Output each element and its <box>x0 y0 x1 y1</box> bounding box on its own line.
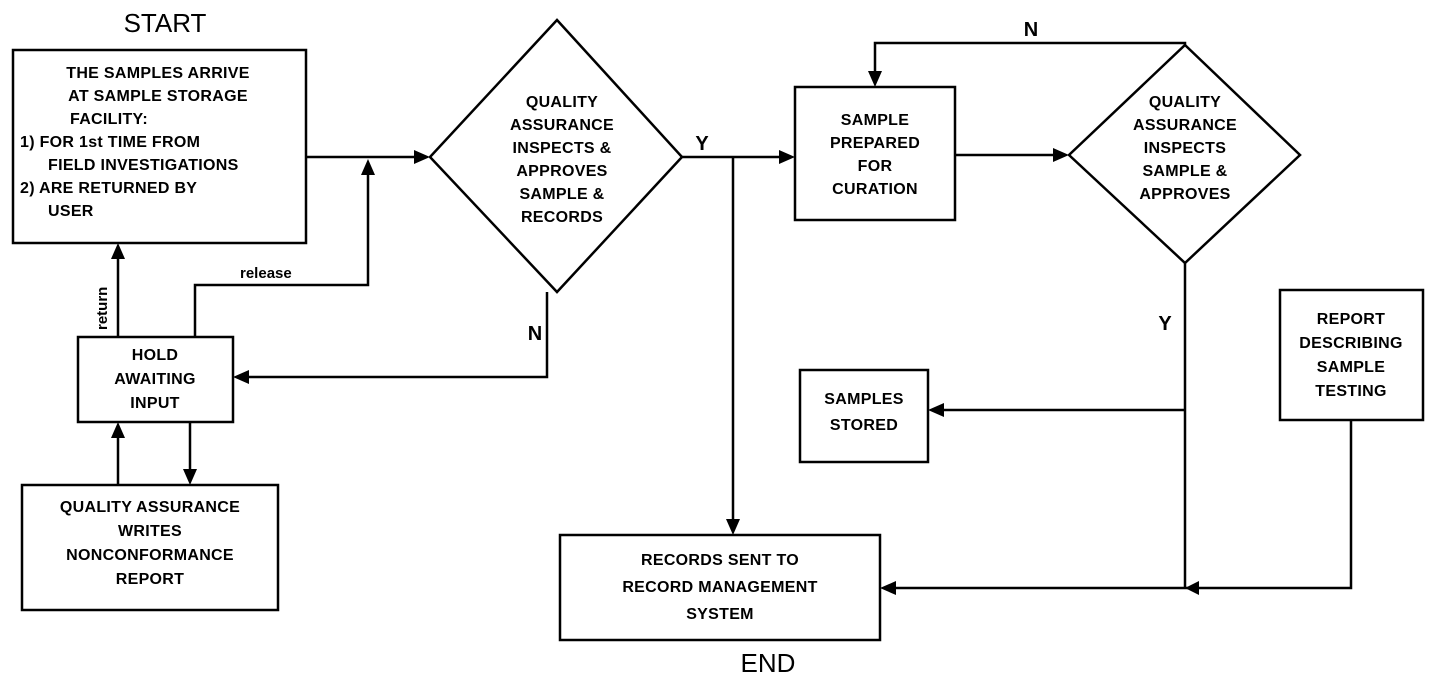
start-label: START <box>124 8 207 38</box>
qa1-line-4: APPROVES <box>516 163 607 180</box>
records-line-1: RECORDS SENT TO <box>641 552 799 569</box>
arrive-line-7: USER <box>48 203 94 220</box>
sample-prepared-box <box>795 87 955 220</box>
qa2-yes-label: Y <box>1158 313 1172 335</box>
edge-hold-return-arrowhead <box>111 243 125 259</box>
qa1-line-1: QUALITY <box>526 94 598 111</box>
edge-hold-to-ncr-arrowhead <box>183 469 197 485</box>
qa1-yes-label: Y <box>695 133 709 155</box>
end-label: END <box>741 648 796 678</box>
prepared-line-2: PREPARED <box>830 135 920 152</box>
qa1-line-3: INSPECTS & <box>512 140 611 157</box>
release-label: release <box>240 265 292 282</box>
ncr-line-2: WRITES <box>118 523 182 540</box>
qa1-line-5: SAMPLE & <box>519 186 604 203</box>
report-line-1: REPORT <box>1317 311 1385 328</box>
qa2-line-1: QUALITY <box>1149 94 1221 111</box>
edge-arrive-to-qa1-arrowhead <box>414 150 430 164</box>
edge-to-stored-arrowhead <box>928 403 944 417</box>
arrive-line-1: THE SAMPLES ARRIVE <box>66 65 250 82</box>
arrive-line-4: 1) FOR 1st TIME FROM <box>20 134 200 151</box>
ncr-line-3: NONCONFORMANCE <box>66 547 234 564</box>
qa2-no-label: N <box>1024 19 1038 41</box>
edge-qa1-no-to-hold <box>247 292 547 377</box>
qa2-line-4: SAMPLE & <box>1142 163 1227 180</box>
report-line-4: TESTING <box>1315 383 1386 400</box>
hold-line-1: HOLD <box>132 347 179 364</box>
qa2-line-3: INSPECTS <box>1144 140 1226 157</box>
edge-ncr-to-hold-arrowhead <box>111 422 125 438</box>
prepared-line-3: FOR <box>858 158 893 175</box>
report-line-2: DESCRIBING <box>1299 335 1402 352</box>
arrive-line-2: AT SAMPLE STORAGE <box>68 88 248 105</box>
ncr-line-1: QUALITY ASSURANCE <box>60 499 240 516</box>
edge-qa1-no-arrowhead <box>233 370 249 384</box>
edge-report-to-records-arrowhead <box>880 581 896 595</box>
ncr-line-4: REPORT <box>116 571 184 588</box>
edge-report-to-records <box>894 420 1351 588</box>
arrive-line-5: FIELD INVESTIGATIONS <box>48 157 239 174</box>
qa2-line-5: APPROVES <box>1139 186 1230 203</box>
edge-prepared-to-qa2-arrowhead <box>1053 148 1069 162</box>
records-line-3: SYSTEM <box>686 606 754 623</box>
prepared-line-1: SAMPLE <box>841 112 909 129</box>
return-label: return <box>94 287 111 330</box>
arrive-line-3: FACILITY: <box>70 111 148 128</box>
edge-qa1-yes-arrowhead <box>779 150 795 164</box>
stored-line-1: SAMPLES <box>824 391 903 408</box>
edge-qa2-no-loop <box>875 43 1185 74</box>
edge-hold-release-arrowhead <box>361 159 375 175</box>
arrive-line-6: 2) ARE RETURNED BY <box>20 180 197 197</box>
edge-junction-arrowhead <box>1185 581 1199 595</box>
stored-line-2: STORED <box>830 417 898 434</box>
edge-qa2-no-arrowhead <box>868 71 882 87</box>
qa1-no-label: N <box>528 323 542 345</box>
report-line-3: SAMPLE <box>1317 359 1386 376</box>
qa2-line-2: ASSURANCE <box>1133 117 1237 134</box>
hold-line-3: INPUT <box>130 395 180 412</box>
qa1-line-6: RECORDS <box>521 209 603 226</box>
sample-testing-report-box <box>1280 290 1423 420</box>
qa1-line-2: ASSURANCE <box>510 117 614 134</box>
prepared-line-4: CURATION <box>832 181 918 198</box>
hold-line-2: AWAITING <box>114 371 196 388</box>
edge-qa1-to-records-arrowhead <box>726 519 740 535</box>
samples-stored-box <box>800 370 928 462</box>
records-line-2: RECORD MANAGEMENT <box>622 579 817 596</box>
